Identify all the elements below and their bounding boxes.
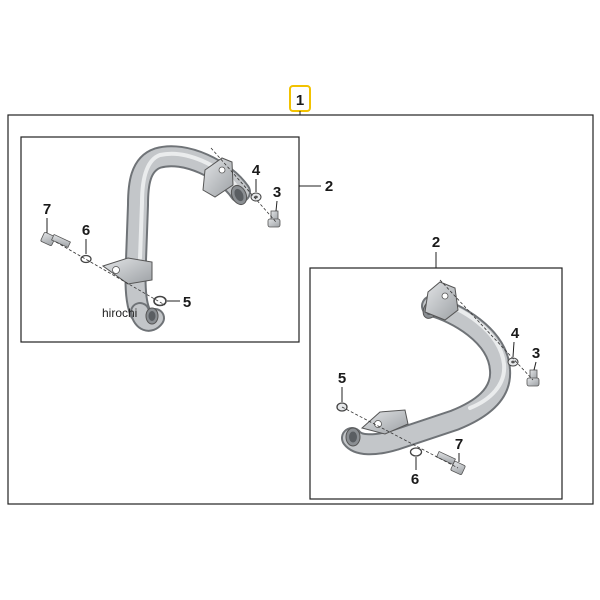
left-crash-bar[interactable] [101,145,251,332]
left-axis-upper [210,147,277,223]
callout-left-long-bolt[interactable]: 7 [43,201,51,218]
callout-assembly[interactable]: 1 [296,92,304,109]
callout-left-bar[interactable]: 2 [325,178,333,195]
left-bolt-washer[interactable] [80,254,92,264]
right-axis-upper [439,279,534,381]
callout-right-bar[interactable]: 2 [432,234,440,251]
callout-left-washer[interactable]: 4 [252,162,261,179]
callout-right-bolt-washer[interactable]: 6 [411,471,419,488]
right-long-bolt[interactable] [436,450,466,475]
left-o-ring[interactable] [153,295,167,307]
right-bar-frame [309,267,563,500]
left-bolt[interactable] [267,210,281,228]
left-axis-lower [55,241,166,306]
callout-right-bolt[interactable]: 3 [532,345,540,362]
callout-left-o-ring[interactable]: 5 [183,294,191,311]
leader-right-bolt [533,361,537,371]
left-washer[interactable] [250,192,262,202]
callout-right-o-ring[interactable]: 5 [338,370,346,387]
callout-left-bolt-washer[interactable]: 6 [82,222,90,239]
outer-frame [7,114,594,505]
callout-right-washer[interactable]: 4 [511,325,520,342]
callout-left-bolt[interactable]: 3 [273,184,281,201]
callout-right-long-bolt[interactable]: 7 [455,436,463,453]
watermark: hirochi [102,306,137,320]
right-crash-bar[interactable] [341,281,512,456]
left-long-bolt[interactable] [40,232,71,249]
right-bolt[interactable] [526,369,540,387]
right-axis-lower [341,406,459,469]
leader-right-washer [512,341,515,358]
right-bolt-washer[interactable] [409,447,423,457]
left-bar-frame [20,136,300,343]
leader-left-bolt [275,200,278,212]
